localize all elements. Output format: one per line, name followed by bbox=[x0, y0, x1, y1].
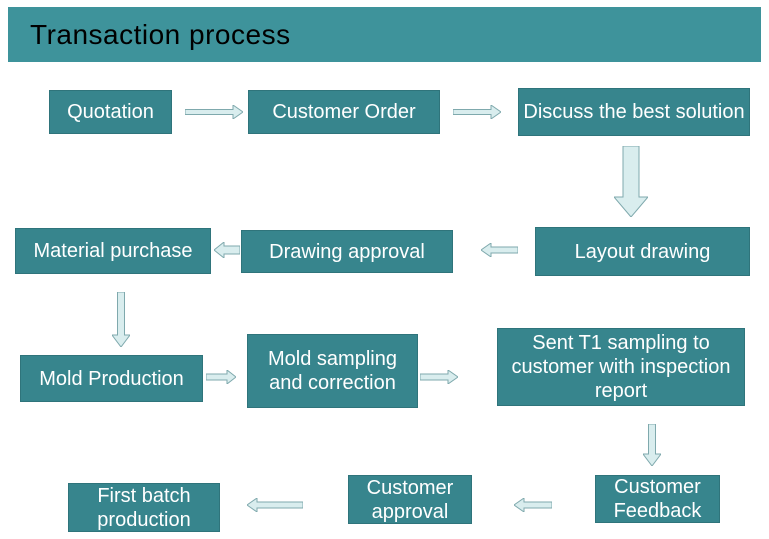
arrow-down-icon bbox=[112, 292, 130, 347]
arrow-left-icon bbox=[514, 498, 552, 512]
flow-step-layout-drawing: Layout drawing bbox=[535, 227, 750, 276]
page-title-bar: Transaction process bbox=[8, 7, 761, 62]
arrow-right-icon bbox=[185, 105, 243, 119]
arrow-right-icon bbox=[420, 370, 458, 384]
flow-step-quotation: Quotation bbox=[49, 90, 172, 134]
arrow-left-icon bbox=[214, 242, 240, 258]
flow-step-customer-order: Customer Order bbox=[248, 90, 440, 134]
flow-step-drawing-approval: Drawing approval bbox=[241, 230, 453, 273]
arrow-left-icon bbox=[247, 498, 303, 512]
arrow-down-icon bbox=[643, 424, 661, 466]
page-title: Transaction process bbox=[30, 18, 291, 50]
flow-step-discuss-best-solution: Discuss the best solution bbox=[518, 88, 750, 136]
flow-step-mold-sampling-correction: Mold sampling and correction bbox=[247, 334, 418, 408]
arrow-right-icon bbox=[453, 105, 501, 119]
arrow-left-icon bbox=[481, 243, 518, 257]
arrow-right-icon bbox=[206, 370, 236, 384]
flow-step-sent-t1-sampling: Sent T1 sampling to customer with inspec… bbox=[497, 328, 745, 406]
flow-step-customer-approval: Customer approval bbox=[348, 475, 472, 524]
flow-step-first-batch-production: First batch production bbox=[68, 483, 220, 532]
flow-step-customer-feedback: Customer Feedback bbox=[595, 475, 720, 523]
flow-step-material-purchase: Material purchase bbox=[15, 228, 211, 274]
flow-step-mold-production: Mold Production bbox=[20, 355, 203, 402]
arrow-down-icon bbox=[614, 146, 648, 217]
